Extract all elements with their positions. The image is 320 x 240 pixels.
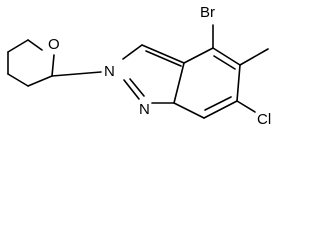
bond-c5-c6: [27, 75, 53, 87]
bond-c5-c6: [236, 64, 241, 102]
bond-c3a-c4: [183, 47, 214, 64]
oxygen-atom-label: O: [48, 36, 60, 53]
bond-c3a-c7a: [173, 62, 185, 104]
bond-c2-c3: [7, 39, 29, 53]
bond-n1-n2: [123, 79, 140, 100]
molecule-structure: O N N Br Cl: [7, 4, 271, 128]
bond-c6-c7: [203, 100, 238, 119]
bond-c5-methyl: [239, 48, 269, 66]
bond-thp-n2: [51, 71, 102, 77]
bond-n2-c3: [122, 44, 143, 60]
nitrogen-n1-atom-label: N: [139, 101, 150, 118]
bond-c3-c3a-inner: [145, 50, 182, 67]
bond-c4-c5-inner: [213, 55, 236, 70]
bromine-atom-label: Br: [200, 4, 215, 21]
benzene-ring: [173, 47, 241, 119]
bond-c6-c7-inner: [204, 96, 232, 111]
bond-n1-n2-inner: [129, 78, 145, 97]
nitrogen-n2-atom-label: N: [104, 63, 115, 80]
bond-c7-c7a: [173, 102, 205, 119]
bond-c6-o: [51, 54, 55, 77]
bond-c4-c5: [7, 73, 29, 87]
pyrazole-ring: [122, 44, 185, 104]
chlorine-atom-label: Cl: [257, 111, 271, 128]
tetrahydropyran-ring: [7, 39, 55, 87]
bond-c6-cl: [236, 100, 256, 113]
bond-c3-c3a: [141, 44, 185, 64]
bond-o-c2: [27, 39, 43, 51]
bond-c4-c5: [212, 47, 241, 66]
